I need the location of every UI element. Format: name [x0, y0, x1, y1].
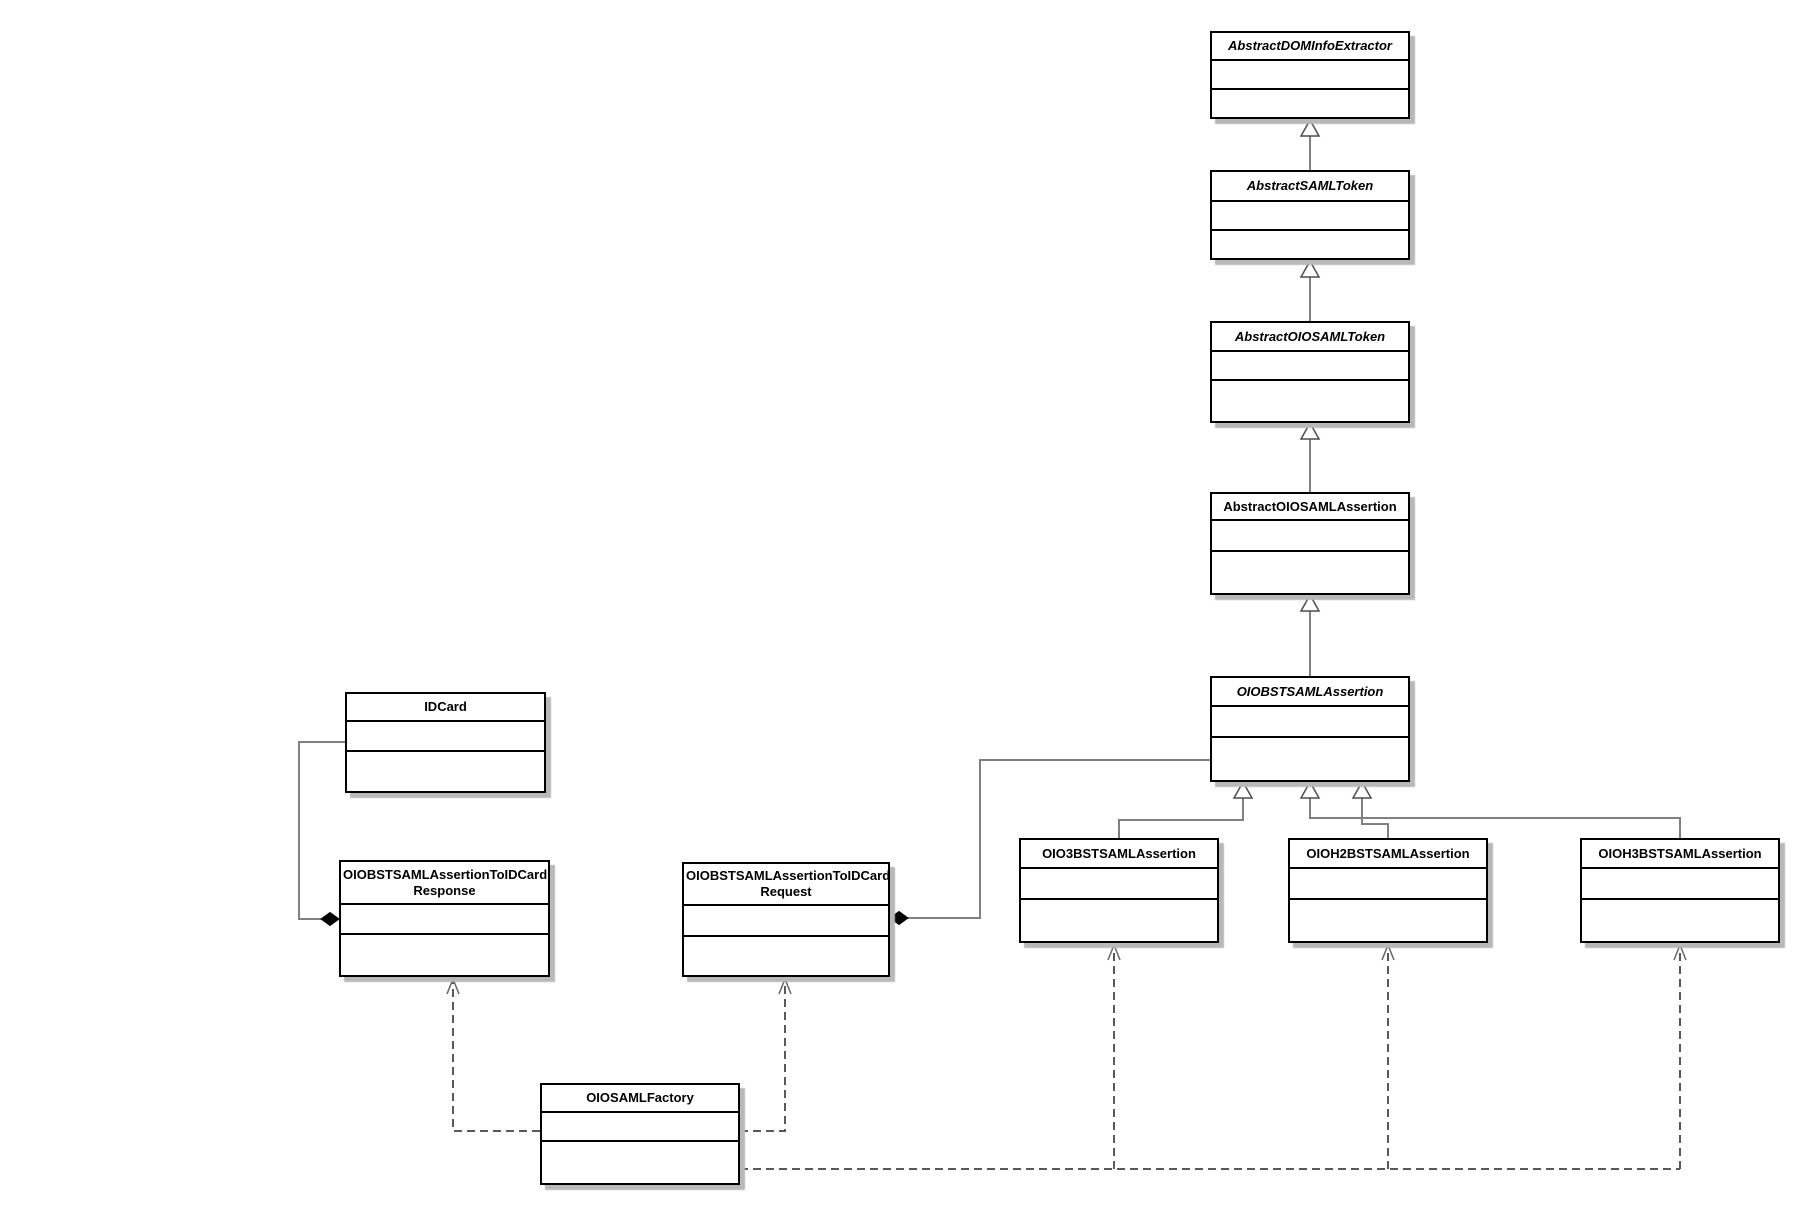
class-title: AbstractOIOSAMLToken: [1212, 323, 1408, 350]
class-name-label: AbstractSAMLToken: [1246, 178, 1374, 193]
operations-compartment: [542, 1140, 738, 1183]
class-name-label: OIO3BSTSAMLAssertion: [1042, 845, 1196, 861]
dependency-edge-factory-assertions: [740, 942, 1687, 1170]
attributes-compartment: [1582, 867, 1778, 898]
class-title: OIOBSTSAMLAssertionToIDCard Response: [341, 862, 548, 903]
operations-compartment: [341, 933, 548, 975]
class-abstract-dom-info-extractor[interactable]: AbstractDOMInfoExtractor: [1210, 31, 1410, 119]
class-name-label-line2: Response: [413, 882, 476, 898]
class-name-label: OIOH3BSTSAMLAssertion: [1598, 845, 1762, 861]
attributes-compartment: [347, 720, 544, 750]
class-name-label: OIOH2BSTSAMLAssertion: [1306, 845, 1470, 861]
class-title: OIO3BSTSAMLAssertion: [1021, 840, 1217, 867]
class-name-label-line1: OIOBSTSAMLAssertionToIDCard: [343, 866, 548, 882]
class-abstract-saml-token[interactable]: AbstractSAMLToken: [1210, 170, 1410, 260]
class-name-label: IDCard: [424, 699, 467, 714]
operations-compartment: [1021, 898, 1217, 941]
operations-compartment: [1290, 898, 1486, 941]
class-name-label: OIOSAMLFactory: [586, 1090, 694, 1105]
composition-edge-request-oiobst: [889, 759, 1210, 926]
class-oiobst-saml-assertion[interactable]: OIOBSTSAMLAssertion: [1210, 676, 1410, 782]
class-title: OIOBSTSAMLAssertion: [1212, 678, 1408, 705]
class-oiobst-saml-assertion-to-idcard-request[interactable]: OIOBSTSAMLAssertionToIDCard Request: [682, 862, 890, 977]
inheritance-edge-oiobst-to-oiosamlassertion: [1299, 593, 1321, 676]
operations-compartment: [1212, 550, 1408, 593]
attributes-compartment: [1021, 867, 1217, 898]
class-oiobst-saml-assertion-to-idcard-response[interactable]: OIOBSTSAMLAssertionToIDCard Response: [339, 860, 550, 977]
class-abstract-oiosaml-token[interactable]: AbstractOIOSAMLToken: [1210, 321, 1410, 423]
class-title: AbstractOIOSAMLAssertion: [1212, 494, 1408, 519]
attributes-compartment: [684, 904, 888, 935]
inheritance-edge-oiosamlassertion-to-oiosamltoken: [1299, 421, 1321, 492]
class-title: AbstractSAMLToken: [1212, 172, 1408, 200]
class-title: OIOBSTSAMLAssertionToIDCard Request: [684, 864, 891, 904]
class-name-label: AbstractOIOSAMLToken: [1234, 328, 1386, 344]
operations-compartment: [347, 750, 544, 791]
class-name-label-line1: OIOBSTSAMLAssertionToIDCard: [686, 868, 891, 883]
dependency-edge-factory-response: [446, 976, 540, 1132]
attributes-compartment: [1212, 519, 1408, 550]
class-abstract-oiosaml-assertion[interactable]: AbstractOIOSAMLAssertion: [1210, 492, 1410, 595]
class-title: IDCard: [347, 694, 544, 720]
class-name-label: AbstractDOMInfoExtractor: [1228, 38, 1392, 53]
class-title: OIOSAMLFactory: [542, 1085, 738, 1111]
class-name-label-line2: Request: [760, 884, 812, 899]
class-name-label: OIOBSTSAMLAssertion: [1236, 683, 1384, 699]
attributes-compartment: [1212, 350, 1408, 379]
operations-compartment: [1212, 88, 1408, 117]
operations-compartment: [684, 935, 888, 975]
attributes-compartment: [1290, 867, 1486, 898]
class-oioh3bst-saml-assertion[interactable]: OIOH3BSTSAMLAssertion: [1580, 838, 1780, 943]
dependency-edge-factory-request: [740, 976, 792, 1132]
inheritance-edge-oioh3bst-to-oiobst: [1299, 780, 1681, 838]
class-name-label: AbstractOIOSAMLAssertion: [1223, 498, 1397, 514]
class-oiosaml-factory[interactable]: OIOSAMLFactory: [540, 1083, 740, 1185]
class-oio3bst-saml-assertion[interactable]: OIO3BSTSAMLAssertion: [1019, 838, 1219, 943]
class-title: OIOH2BSTSAMLAssertion: [1290, 840, 1486, 867]
inheritance-edge-oio3bst-to-oiobst: [1118, 780, 1254, 838]
operations-compartment: [1212, 229, 1408, 258]
operations-compartment: [1212, 736, 1408, 780]
class-title: AbstractDOMInfoExtractor: [1212, 33, 1408, 59]
class-title: OIOH3BSTSAMLAssertion: [1582, 840, 1778, 867]
class-idcard[interactable]: IDCard: [345, 692, 546, 793]
operations-compartment: [1582, 898, 1778, 941]
inheritance-edge-samltoken-to-domextractor: [1299, 118, 1321, 170]
attributes-compartment: [542, 1111, 738, 1140]
attributes-compartment: [1212, 200, 1408, 229]
attributes-compartment: [341, 903, 548, 933]
class-oioh2bst-saml-assertion[interactable]: OIOH2BSTSAMLAssertion: [1288, 838, 1488, 943]
attributes-compartment: [1212, 705, 1408, 736]
attributes-compartment: [1212, 59, 1408, 88]
operations-compartment: [1212, 379, 1408, 421]
inheritance-edge-oioh2bst-to-oiobst: [1351, 780, 1389, 838]
inheritance-edge-oiosamltoken-to-samltoken: [1299, 259, 1321, 321]
